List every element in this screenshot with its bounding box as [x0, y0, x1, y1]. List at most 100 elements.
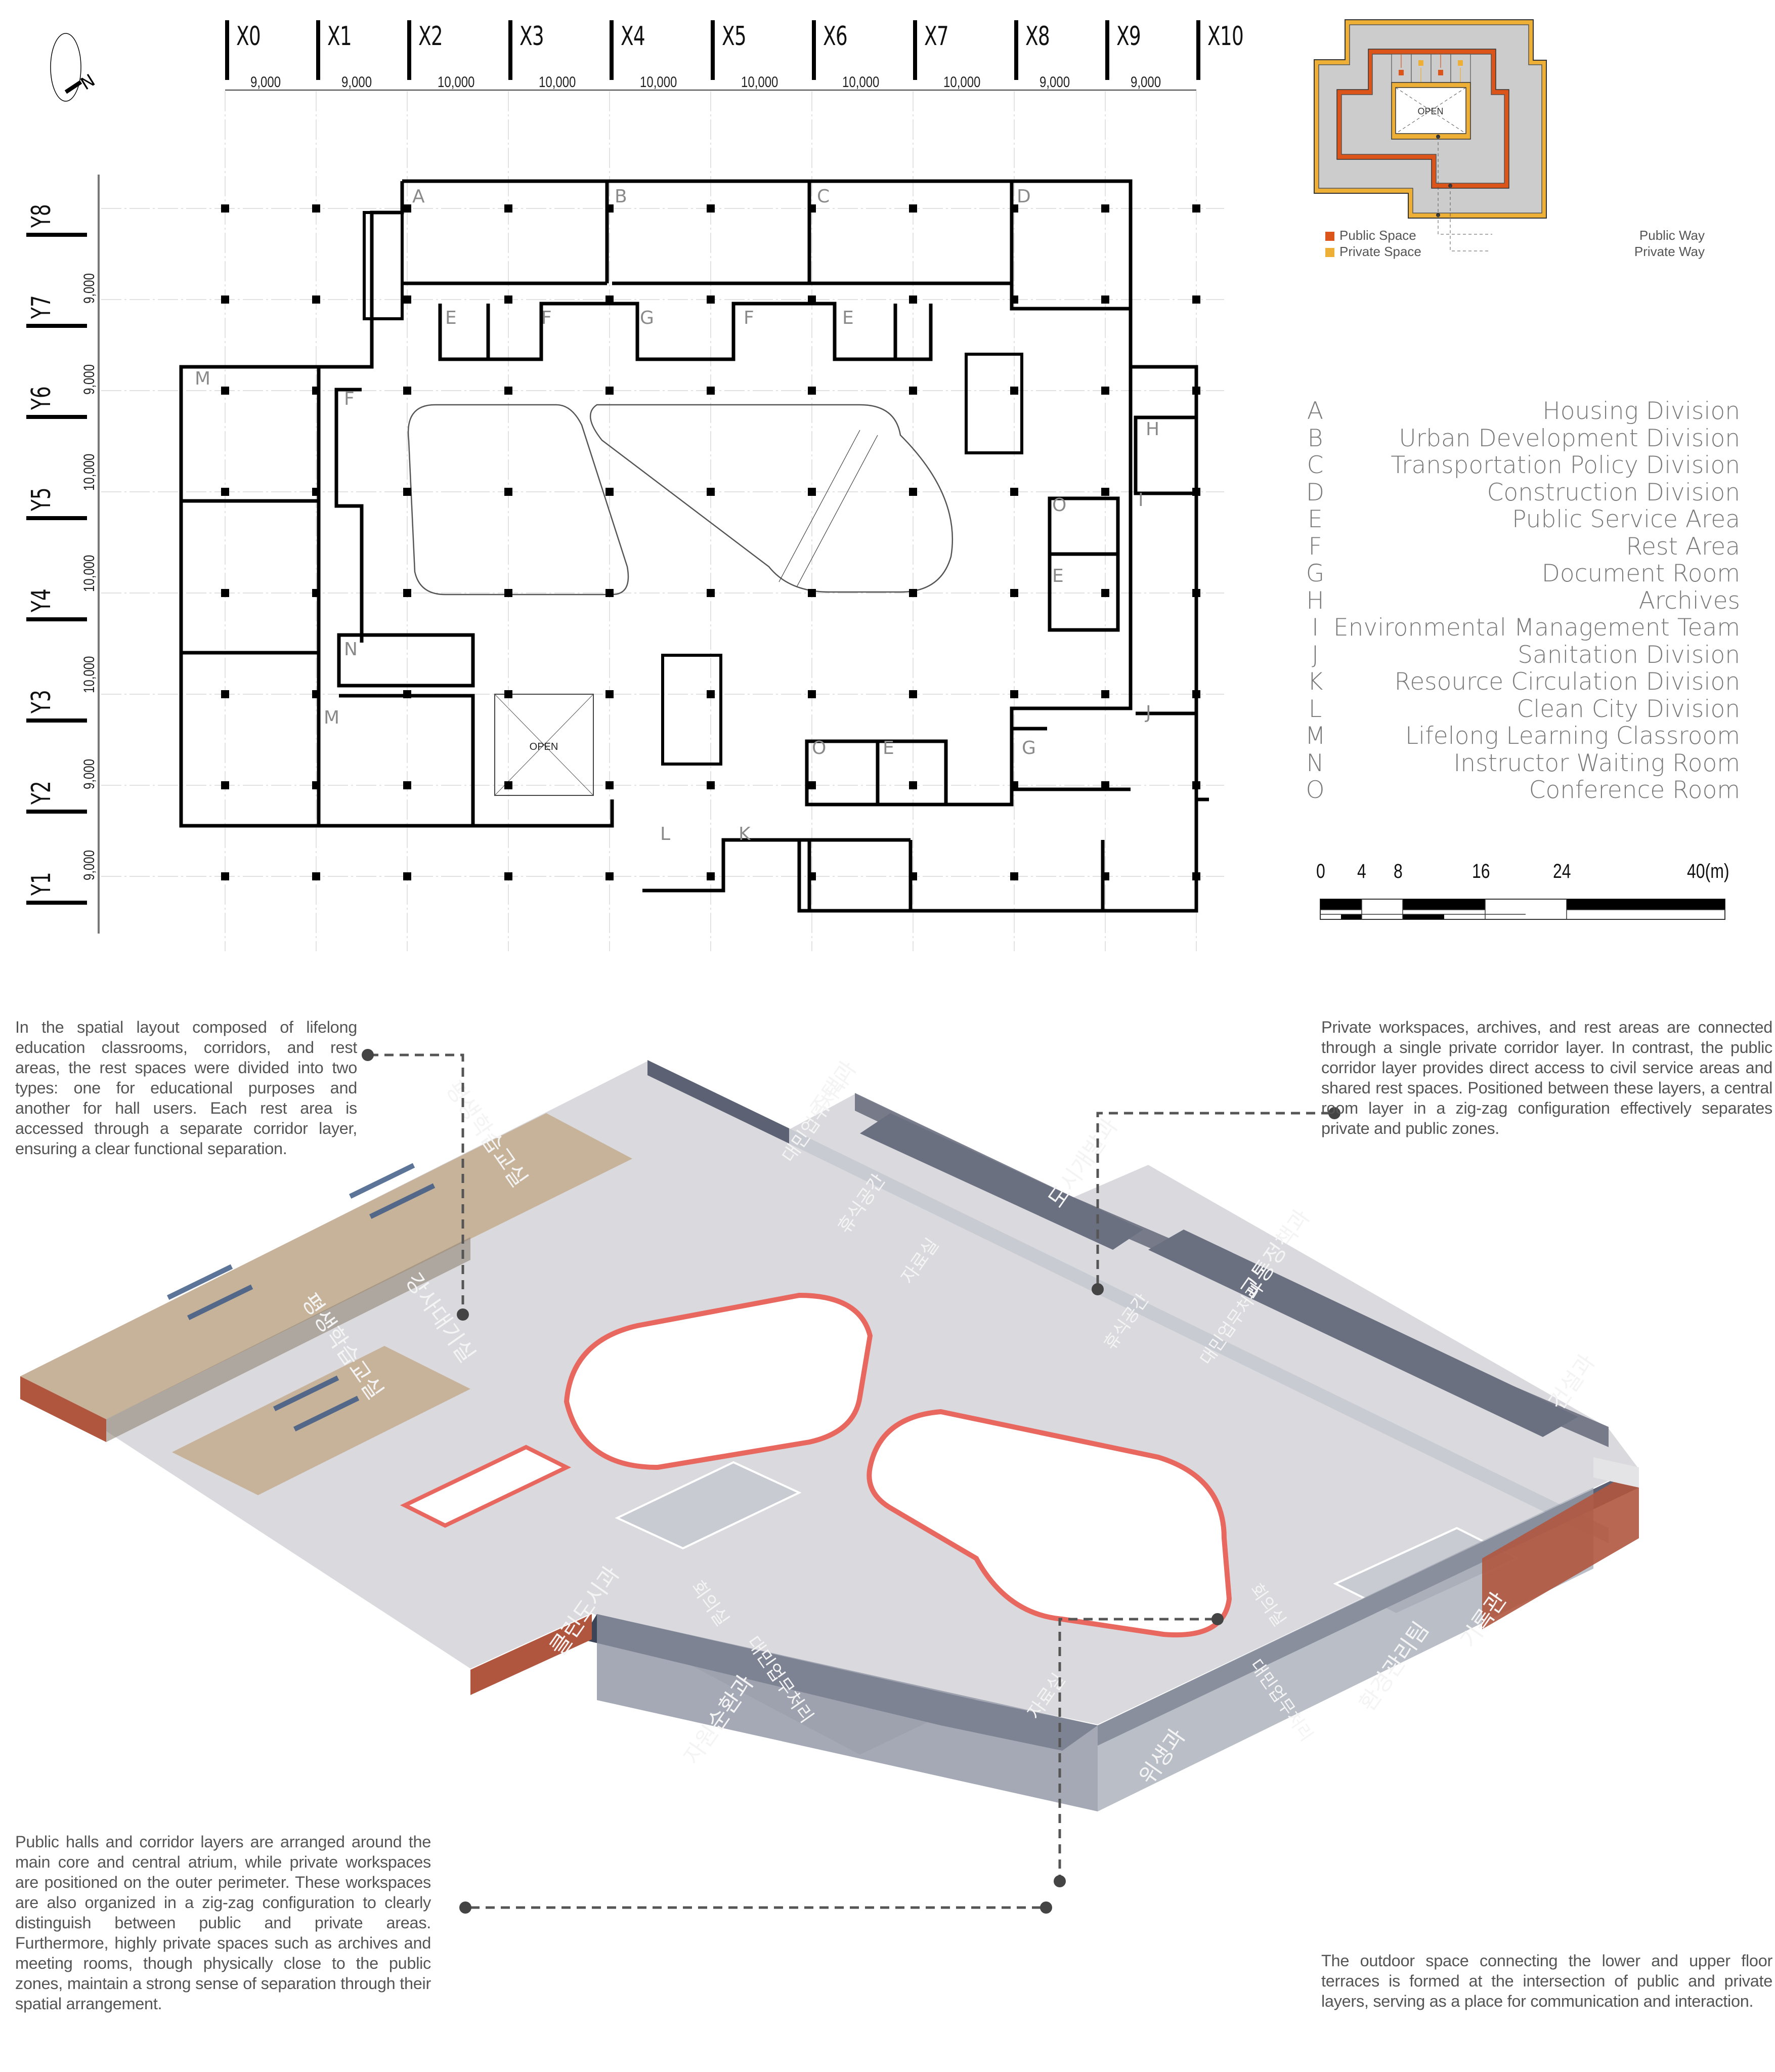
scale-tick-label: 16 [1472, 860, 1490, 882]
grid-y-tick [26, 718, 87, 723]
grid-x-label: X2 [418, 21, 443, 52]
legend-row: C Transportation Policy Division [1305, 451, 1740, 479]
grid-x-label: X7 [924, 21, 949, 52]
legend-row: F Rest Area [1305, 532, 1740, 561]
legend-name: Document Room [1541, 560, 1740, 587]
plan-room-tag: L [660, 824, 670, 844]
legend-row: D Construction Division [1305, 479, 1740, 506]
grid-x-dimension: 9,000 [1131, 74, 1161, 91]
grid-x-tick [711, 20, 715, 80]
grid-y-tick [26, 415, 87, 419]
scale-tick-label: 40(m) [1687, 860, 1729, 882]
legend-name: Archives [1638, 586, 1740, 615]
scale-tick-label: 4 [1357, 860, 1366, 882]
plan-room-tag: F [744, 308, 754, 328]
legend-label: Public Space [1339, 228, 1416, 243]
plan-room-tag: E [883, 738, 894, 758]
grid-x-tick [812, 20, 816, 80]
plan-room-tag: G [640, 308, 654, 328]
plan-room-tag: O [812, 738, 826, 758]
legend-public-way: Public Way [1639, 228, 1705, 243]
legend-key: L [1308, 695, 1322, 723]
grid-x-tick [1196, 20, 1200, 80]
plan-room-tag: D [1017, 186, 1031, 207]
legend-name: Urban Development Division [1399, 424, 1740, 452]
grid-x-dimension: 10,000 [842, 74, 880, 91]
grid-x-label: X5 [722, 21, 747, 52]
grid-x-label: X0 [236, 21, 261, 52]
plan-room-tag: E [1052, 566, 1064, 586]
grid-x-label: X6 [823, 21, 848, 52]
legend-name: Resource Circulation Division [1394, 668, 1740, 696]
plan-room-tag: M [324, 707, 339, 728]
annotation-rest-areas: In the spatial layout composed of lifelo… [15, 1018, 357, 1158]
plan-room-tag: G [1022, 738, 1036, 758]
grid-x-tick [913, 20, 917, 80]
legend-name: Sanitation Division [1518, 641, 1740, 669]
plan-room-tag: N [344, 639, 358, 660]
legend-label: Private Space [1339, 244, 1421, 259]
grid-x-dimension: 10,000 [640, 74, 677, 91]
grid-x-tick [407, 20, 411, 80]
plan-room-tag: C [817, 186, 830, 207]
grid-x-label: X8 [1025, 21, 1050, 52]
legend-name: Construction Division [1487, 478, 1740, 506]
grid-x-label: X4 [621, 21, 645, 52]
plan-room-tag: F [541, 308, 552, 328]
legend-row: I Environmental Management Team [1305, 614, 1740, 642]
grid-x-dimension: 10,000 [943, 74, 981, 91]
legend-key: D [1306, 478, 1325, 506]
plan-room-tag: J [1145, 702, 1151, 723]
legend-key: B [1307, 424, 1323, 452]
grid-y-tick [26, 617, 87, 621]
grid-x-dimension: 9,000 [341, 74, 372, 91]
plan-room-tag: A [412, 186, 425, 207]
legend-row: B Urban Development Division [1305, 425, 1740, 452]
legend-private-space: Private Space [1325, 244, 1421, 260]
plan-room-tag: I [1138, 490, 1144, 511]
grid-x-tick [1105, 20, 1109, 80]
legend-name: Instructor Waiting Room [1453, 749, 1740, 777]
grid-x-label: X3 [519, 21, 544, 52]
plan-room-tag: B [615, 186, 627, 207]
grid-x-label: X1 [327, 21, 352, 52]
grid-y-tick [26, 233, 87, 237]
grid-x-tick [225, 20, 229, 80]
plan-open-label: OPEN [530, 741, 558, 752]
legend-name: Transportation Policy Division [1391, 451, 1740, 479]
grid-y-tick [26, 901, 87, 905]
plan-room-tag: K [739, 824, 751, 844]
grid-x-tick [508, 20, 512, 80]
legend-name: Rest Area [1626, 532, 1740, 561]
grid-y-tick [26, 810, 87, 814]
legend-key: C [1307, 451, 1324, 479]
legend-key: I [1312, 614, 1319, 642]
annotation-outdoor-space: The outdoor space connecting the lower a… [1321, 1952, 1772, 2010]
annotation-leaders [369, 1053, 1330, 1909]
legend-name: Public Service Area [1512, 505, 1740, 533]
plan-room-tag: O [1052, 495, 1066, 516]
annotation-corridor-layers: Private workspaces, archives, and rest a… [1321, 1018, 1772, 1137]
annotation-public-halls: Public halls and corridor layers are arr… [15, 1833, 431, 2013]
legend-name: Environmental Management Team [1333, 614, 1740, 642]
grid-y-tick [26, 516, 87, 520]
plan-room-tag: E [842, 308, 854, 328]
legend-name: Lifelong Learning Classroom [1405, 722, 1740, 750]
grid-x-tick [610, 20, 614, 80]
legend-key: O [1306, 776, 1325, 804]
grid-y-tick [26, 324, 87, 328]
legend-name: Conference Room [1529, 776, 1740, 804]
scale-tick-label: 24 [1553, 860, 1571, 882]
legend-key: F [1308, 532, 1322, 561]
legend-row: O Conference Room [1305, 776, 1741, 804]
grid-x-dimension: 10,000 [539, 74, 576, 91]
